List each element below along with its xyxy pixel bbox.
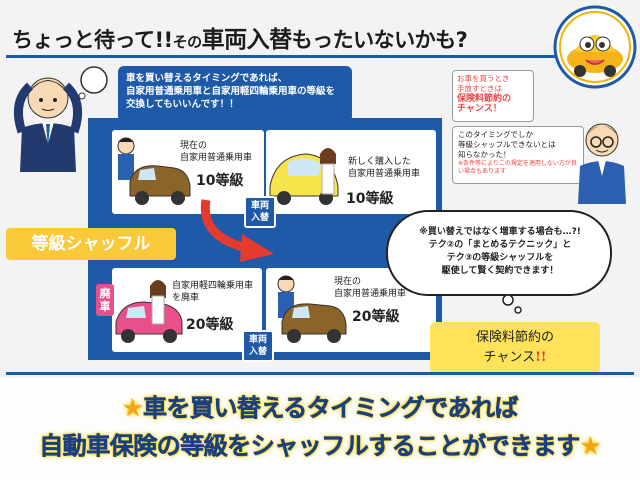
cloud-line-4: 駆使して賢く契約できます！ — [441, 266, 559, 276]
title-part-3: 車両入替 — [201, 27, 293, 53]
top-current-caption: 現在の 自家用普通乗用車 — [180, 141, 253, 163]
top-new-grade: 10等級 — [346, 191, 394, 207]
intro-speech-bubble: 車を買い替えるタイミングであれば、 自家用普通乗用車と自家用軽四輪乗用車の等級を… — [118, 66, 352, 122]
right-note2-disclaimer: ※条件等によりこの規定を適用しない方が良い場合もあります — [458, 160, 577, 175]
man-with-brown-car-icon — [117, 137, 191, 205]
red-arrow-icon — [200, 199, 274, 262]
tip-cloud-text: ※買い替えではなく増車する場合も…?! テク②の「まとめるテクニック」と テク③… — [402, 226, 598, 278]
swap-tag-top: 車両 入替 — [244, 196, 276, 228]
cloud-line-3: テク③の等級シャッフルを — [446, 253, 554, 263]
top-new-caption: 新しく購入した 自家用普通乗用車 — [348, 157, 421, 179]
banner-line-1-text: 車を買い替えるタイミングであれば — [142, 394, 519, 423]
glasses-man-icon — [578, 123, 626, 204]
bottom-current-grade: 20等級 — [352, 309, 400, 325]
star-icon-right: ★ — [579, 432, 602, 460]
bottom-old-grade: 20等級 — [186, 317, 234, 333]
savings-exclaim: !! — [535, 350, 547, 365]
section-divider — [6, 372, 634, 375]
right-note1-line-1: お車を買うとき — [457, 74, 510, 83]
star-icon-left: ★ — [121, 394, 144, 422]
page-title: ちょっと待って!!その車両入替もったいないかも? — [12, 20, 468, 54]
right-note1-line-3: 保険料節約の — [457, 94, 512, 104]
savings-chance-box — [430, 322, 600, 374]
grade-shuffle-label: 等級シャッフル — [6, 228, 176, 260]
right-note1-line-2: 手放すときは — [457, 84, 502, 93]
thought-circle-icon — [78, 66, 108, 100]
bottom-banner — [0, 378, 640, 480]
tip-cloud-bubble — [386, 210, 612, 296]
title-underline — [6, 55, 558, 58]
intro-line-2: 自家用普通乗用車と自家用軽四輪乗用車の等級を — [126, 86, 336, 97]
title-part-2: その — [172, 33, 203, 51]
intro-line-3: 交換してもいいんです！！ — [126, 99, 239, 110]
bottom-current-caption: 現在の 自家用普通乗用車 — [334, 277, 407, 299]
woman-with-yellow-car-icon — [269, 148, 339, 205]
cloud-line-2: テク②の「まとめるテクニック」と — [428, 240, 572, 250]
savings-line-1: 保険料節約の — [475, 330, 554, 345]
savings-line-2: チャンス — [483, 350, 536, 365]
woman-with-pink-car-icon — [115, 280, 183, 343]
cloud-tail-icon — [502, 294, 522, 314]
man-with-brown-car-icon-bottom — [277, 275, 347, 343]
swap-tag-bottom: 車両 入替 — [242, 330, 274, 362]
thinking-man-icon — [13, 77, 83, 172]
mascot-car-icon — [553, 5, 637, 89]
scrap-badge: 廃車 — [96, 284, 114, 316]
right-note-comment: このタイミングでしか 等級シャッフルできないとは 知らなかった！ ※条件等により… — [452, 126, 584, 184]
right-note2-line-1: このタイミングでしか — [458, 130, 533, 139]
banner-line-1: ★車を買い替えるタイミングであれば — [0, 388, 640, 423]
right-note2-line-3: 知らなかった！ — [458, 150, 511, 159]
cloud-line-1: ※買い替えではなく増車する場合も…?! — [419, 227, 581, 237]
banner-line-2: 自動車保険の等級をシャッフルすることができます★ — [0, 426, 640, 461]
banner-line-2-text: 自動車保険の等級をシャッフルすることができます — [39, 432, 580, 461]
right-note-tip: お車を買うとき 手放すときは 保険料節約の チャンス！ — [452, 70, 534, 122]
right-note2-line-2: 等級シャッフルできないとは — [458, 140, 556, 149]
savings-chance-text: 保険料節約の チャンス!! — [440, 328, 590, 368]
top-current-grade: 10等級 — [196, 173, 244, 189]
title-part-1: ちょっと待って!! — [12, 28, 173, 52]
intro-line-1: 車を買い替えるタイミングであれば、 — [126, 73, 288, 84]
right-note1-line-4: チャンス！ — [457, 104, 502, 114]
bottom-old-caption: 自家用軽四輪乗用車 を廃車 — [172, 281, 254, 303]
title-part-4: もったいないかも? — [291, 28, 468, 52]
